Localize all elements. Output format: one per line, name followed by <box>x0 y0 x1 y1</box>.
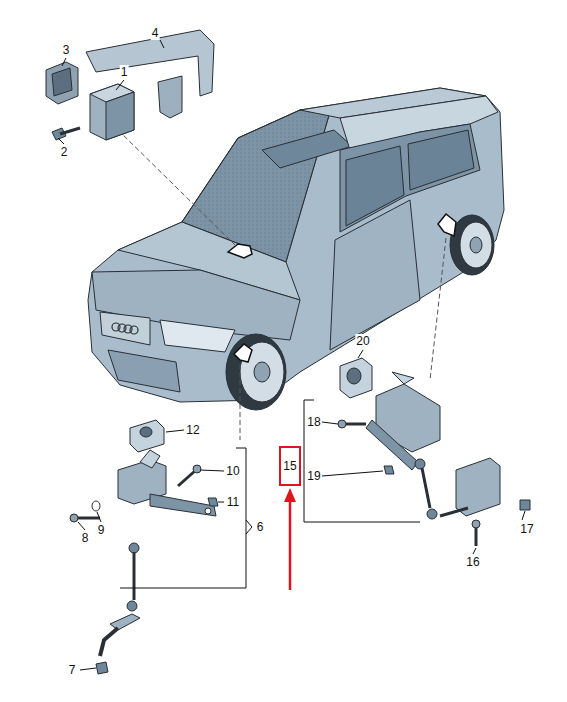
callout-number: 7 <box>68 663 77 677</box>
callout-number: 19 <box>306 469 321 483</box>
rear-level-sensor <box>338 358 530 546</box>
audi-rings <box>112 323 138 334</box>
callout-number: 3 <box>62 43 71 57</box>
highlight-box: 15 <box>279 446 301 486</box>
red-arrow <box>289 500 292 590</box>
front-level-sensor <box>70 420 218 674</box>
callout-number: 4 <box>151 26 160 40</box>
callout-number: 16 <box>465 555 480 569</box>
callout-number: 1 <box>120 65 129 79</box>
callout-number: 8 <box>81 531 90 545</box>
callout-number: 20 <box>355 334 370 348</box>
location-clip <box>228 214 456 362</box>
callout-number: 15 <box>283 459 296 473</box>
control-unit-group <box>46 30 214 140</box>
callout-number: 10 <box>225 464 240 478</box>
callout-number: 2 <box>60 145 69 159</box>
callout-number: 11 <box>226 495 240 509</box>
callout-number: 18 <box>306 415 321 429</box>
callout-number: 17 <box>519 522 534 536</box>
red-arrowhead <box>284 488 296 502</box>
leader-lines <box>58 40 525 670</box>
callout-number: 12 <box>185 423 200 437</box>
callout-number: 9 <box>97 523 106 537</box>
car-body <box>88 88 504 410</box>
callout-number: 6 <box>256 520 265 534</box>
